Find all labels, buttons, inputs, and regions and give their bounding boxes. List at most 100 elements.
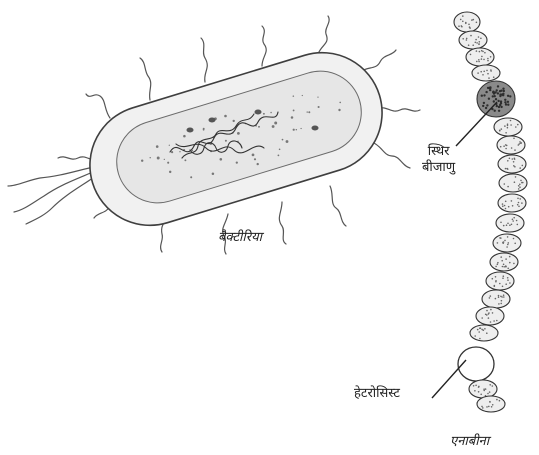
cell-granule: [507, 160, 509, 162]
cell-granule: [507, 277, 509, 279]
cell-granule: [509, 95, 511, 97]
flagellum: [360, 50, 396, 72]
cell-granule: [507, 279, 509, 281]
cell-granule: [512, 220, 514, 222]
cell-granule: [522, 182, 524, 184]
flagellum: [330, 186, 346, 226]
cell-granule: [514, 149, 516, 151]
cell-granule: [490, 321, 492, 323]
cell-granule: [513, 138, 515, 140]
cell-granule: [499, 237, 501, 239]
cell-granule: [514, 181, 516, 183]
cell-granule: [500, 102, 502, 104]
granule: [169, 171, 171, 173]
granule: [258, 126, 260, 128]
cell-granule: [505, 148, 507, 150]
cell-granule: [496, 399, 498, 401]
granule: [278, 155, 280, 157]
cell-granule: [480, 38, 482, 40]
cell-granule: [480, 394, 482, 396]
granule: [296, 129, 297, 130]
resting-spore-label-line1: स्थिर: [422, 144, 455, 160]
cell-granule: [492, 91, 494, 93]
cell-granule: [513, 263, 515, 265]
cell-granule: [482, 105, 484, 107]
cell-granule: [505, 283, 507, 285]
cell-granule: [507, 268, 509, 270]
granule: [233, 120, 235, 122]
heterocyst-cell: [458, 347, 494, 381]
cell-granule: [519, 143, 521, 145]
cell-granule: [482, 51, 484, 53]
cell-granule: [509, 282, 511, 284]
cell-granule: [503, 294, 505, 296]
cell-granule: [489, 297, 491, 299]
cell-granule: [483, 390, 485, 392]
cell-granule: [473, 19, 475, 21]
cell-granule: [473, 385, 475, 387]
cell-granule: [472, 44, 474, 46]
cell-granule: [479, 51, 481, 53]
granule: [274, 122, 277, 125]
flagellum: [378, 108, 420, 111]
granule: [171, 151, 173, 153]
cell-granule: [474, 335, 476, 337]
cell-granule: [502, 88, 504, 90]
granule: [272, 125, 275, 128]
granule: [190, 176, 192, 178]
cell-granule: [483, 329, 485, 331]
cell-granule: [502, 286, 504, 288]
resting-spore-leader-line: [456, 102, 497, 146]
cell-granule: [518, 185, 520, 187]
cell-granule: [509, 158, 511, 160]
cell-granule: [510, 120, 512, 122]
cell-granule: [497, 242, 499, 244]
cell-granule: [470, 35, 472, 37]
cell-granule: [487, 73, 489, 75]
cell-granule: [479, 338, 481, 340]
cell-granule: [516, 220, 518, 222]
cell-granule: [487, 393, 489, 395]
cell-granule: [515, 176, 517, 178]
cell-granule: [499, 130, 501, 132]
cell-granule: [519, 186, 521, 188]
cell-granule: [507, 101, 509, 103]
cell-granule: [511, 224, 513, 226]
cell-granule: [504, 101, 506, 103]
cell-granule: [502, 94, 504, 96]
cell-granule: [487, 87, 489, 89]
flagellum: [201, 38, 207, 82]
cell-granule: [488, 77, 490, 79]
cell-granule: [488, 406, 490, 408]
cell-granule: [515, 126, 517, 128]
granule: [224, 115, 227, 118]
granule: [300, 128, 301, 129]
cell-granule: [478, 44, 480, 46]
cell-granule: [497, 85, 499, 87]
granule: [263, 113, 265, 115]
cell-granule: [496, 320, 498, 322]
cell-granule: [507, 223, 509, 225]
cell-granule: [462, 15, 464, 17]
cell-granule: [495, 276, 497, 278]
cell-granule: [514, 243, 516, 245]
cell-granule: [508, 242, 510, 244]
cell-granule: [475, 39, 477, 41]
cell-granule: [481, 406, 483, 408]
granule: [150, 157, 151, 158]
cell-granule: [505, 265, 507, 267]
cell-granule: [504, 183, 506, 185]
cell-granule: [485, 91, 487, 93]
cell-granule: [507, 186, 509, 188]
granule: [164, 159, 165, 160]
cell-granule: [478, 59, 480, 61]
cell-granule: [480, 327, 482, 329]
cell-granule: [503, 90, 505, 92]
cell-granule: [503, 296, 505, 298]
cell-granule: [511, 200, 513, 202]
cell-granule: [519, 167, 521, 169]
cell-granule: [500, 146, 502, 148]
cell-granule: [509, 262, 511, 264]
cell-granule: [512, 219, 514, 221]
cell-granule: [488, 317, 490, 319]
